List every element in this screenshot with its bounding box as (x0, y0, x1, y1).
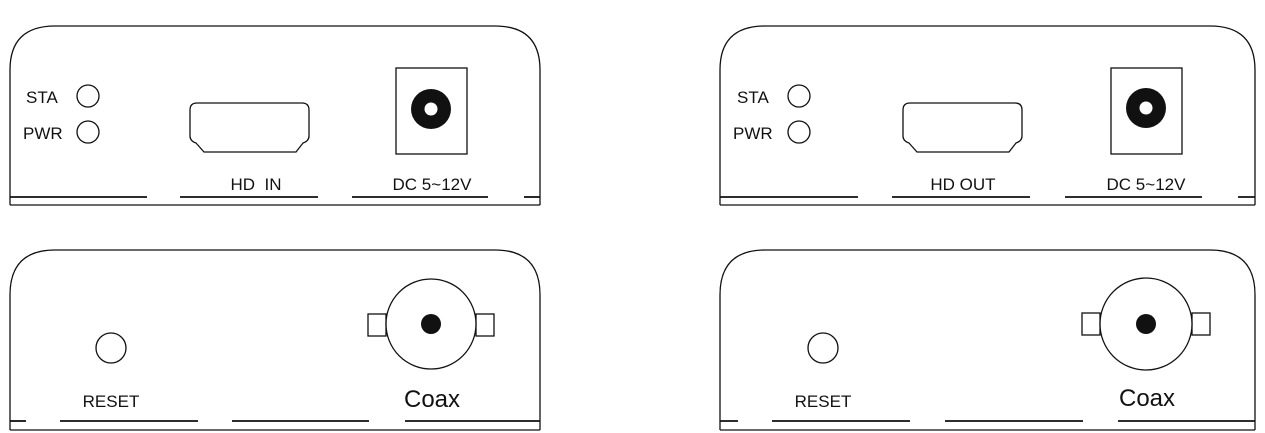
reset-label: RESET (83, 392, 140, 411)
dc-power-label: DC 5~12V (1107, 175, 1187, 194)
panel-outline (719, 25, 1256, 205)
sta-led-icon (76, 84, 100, 108)
sta-led-label: STA (737, 88, 769, 107)
coax-center-pin (1136, 314, 1156, 334)
dc-power-label: DC 5~12V (393, 175, 473, 194)
sta-led-label: STA (26, 88, 58, 107)
transmitter-back-panel: RESET Coax (9, 249, 541, 431)
bnc-bayonet-lug-left (1081, 312, 1101, 336)
bnc-bayonet-lug-left (367, 313, 387, 337)
dc-jack-pin (1139, 101, 1153, 115)
hdmi-port-icon (902, 102, 1023, 153)
receiver-front-panel: STA PWR HD OUT DC 5~12V (719, 25, 1256, 206)
coax-label: Coax (1119, 385, 1175, 412)
bnc-bayonet-lug-right (1191, 312, 1211, 336)
hdmi-out-label: HD OUT (930, 175, 995, 194)
coax-center-pin (421, 314, 441, 334)
bnc-bayonet-lug-right (475, 313, 495, 337)
panel-outline (9, 249, 541, 430)
pwr-led-icon (787, 120, 811, 144)
panel-outline (719, 249, 1256, 430)
panel-outline (9, 25, 541, 205)
reset-label: RESET (795, 392, 852, 411)
pwr-led-label: PWR (23, 124, 63, 143)
sta-led-icon (787, 84, 811, 108)
transmitter-front-panel: STA PWR HD IN DC 5~12V (9, 25, 541, 206)
pwr-led-label: PWR (733, 124, 773, 143)
hdmi-in-label: HD IN (231, 175, 282, 194)
dc-jack-pin (424, 102, 438, 116)
dc-jack-housing (1110, 67, 1183, 155)
receiver-back-panel: RESET Coax (719, 249, 1256, 431)
hdmi-port-icon (189, 102, 310, 153)
pwr-led-icon (76, 120, 100, 144)
dc-jack-housing (395, 67, 468, 155)
coax-label: Coax (404, 386, 460, 413)
reset-button-icon (95, 332, 127, 364)
reset-button-icon (807, 332, 839, 364)
